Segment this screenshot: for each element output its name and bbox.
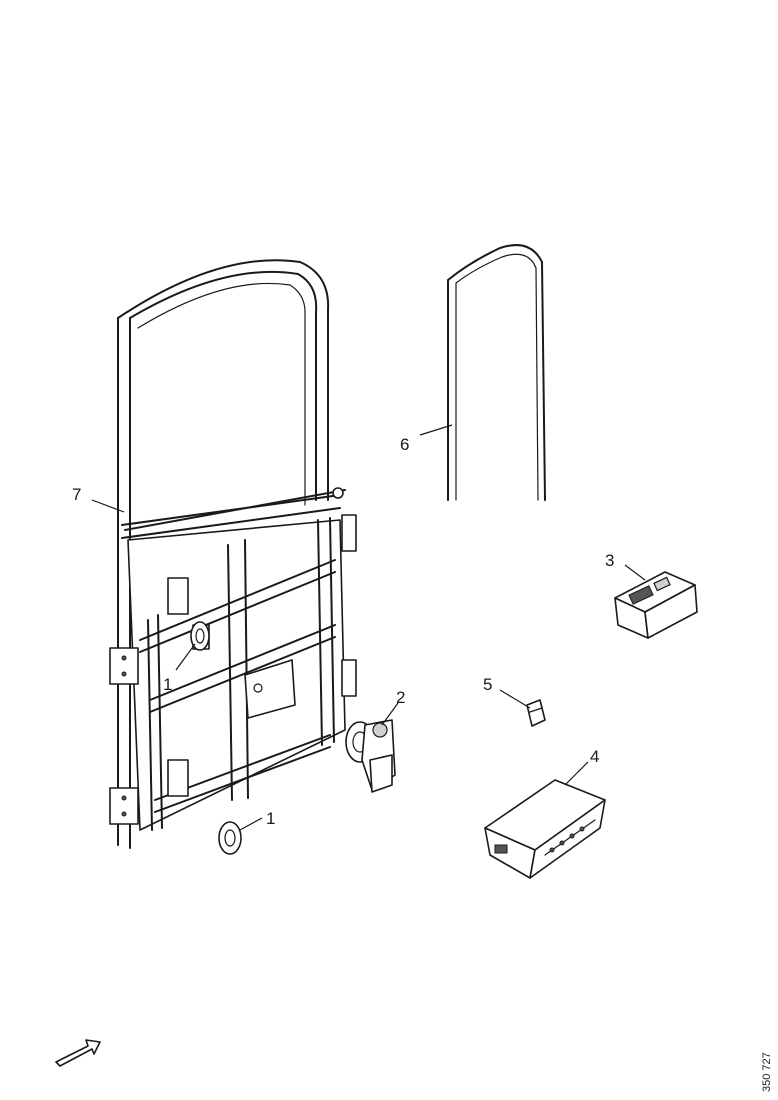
control-unit bbox=[484, 779, 606, 879]
arrow-right-icon bbox=[55, 1039, 101, 1067]
reference-code: 350 727 bbox=[761, 1052, 773, 1092]
guide-roller-lower bbox=[218, 821, 242, 855]
guide-roller-upper bbox=[190, 621, 210, 651]
switch-module bbox=[614, 571, 698, 639]
callout-4: 4 bbox=[590, 747, 599, 766]
window-frame-assembly bbox=[109, 259, 357, 849]
window-motor bbox=[345, 719, 396, 793]
retaining-clip bbox=[526, 699, 546, 727]
callout-1-lower: 1 bbox=[266, 809, 275, 828]
leader-lines bbox=[91, 424, 646, 831]
callout-2: 2 bbox=[396, 688, 405, 707]
glass-channel-seal bbox=[447, 244, 546, 501]
callout-7: 7 bbox=[72, 485, 81, 504]
callout-5: 5 bbox=[483, 675, 492, 694]
callout-1-upper: 1 bbox=[163, 675, 172, 694]
callout-6: 6 bbox=[400, 435, 409, 454]
callout-3: 3 bbox=[605, 551, 614, 570]
